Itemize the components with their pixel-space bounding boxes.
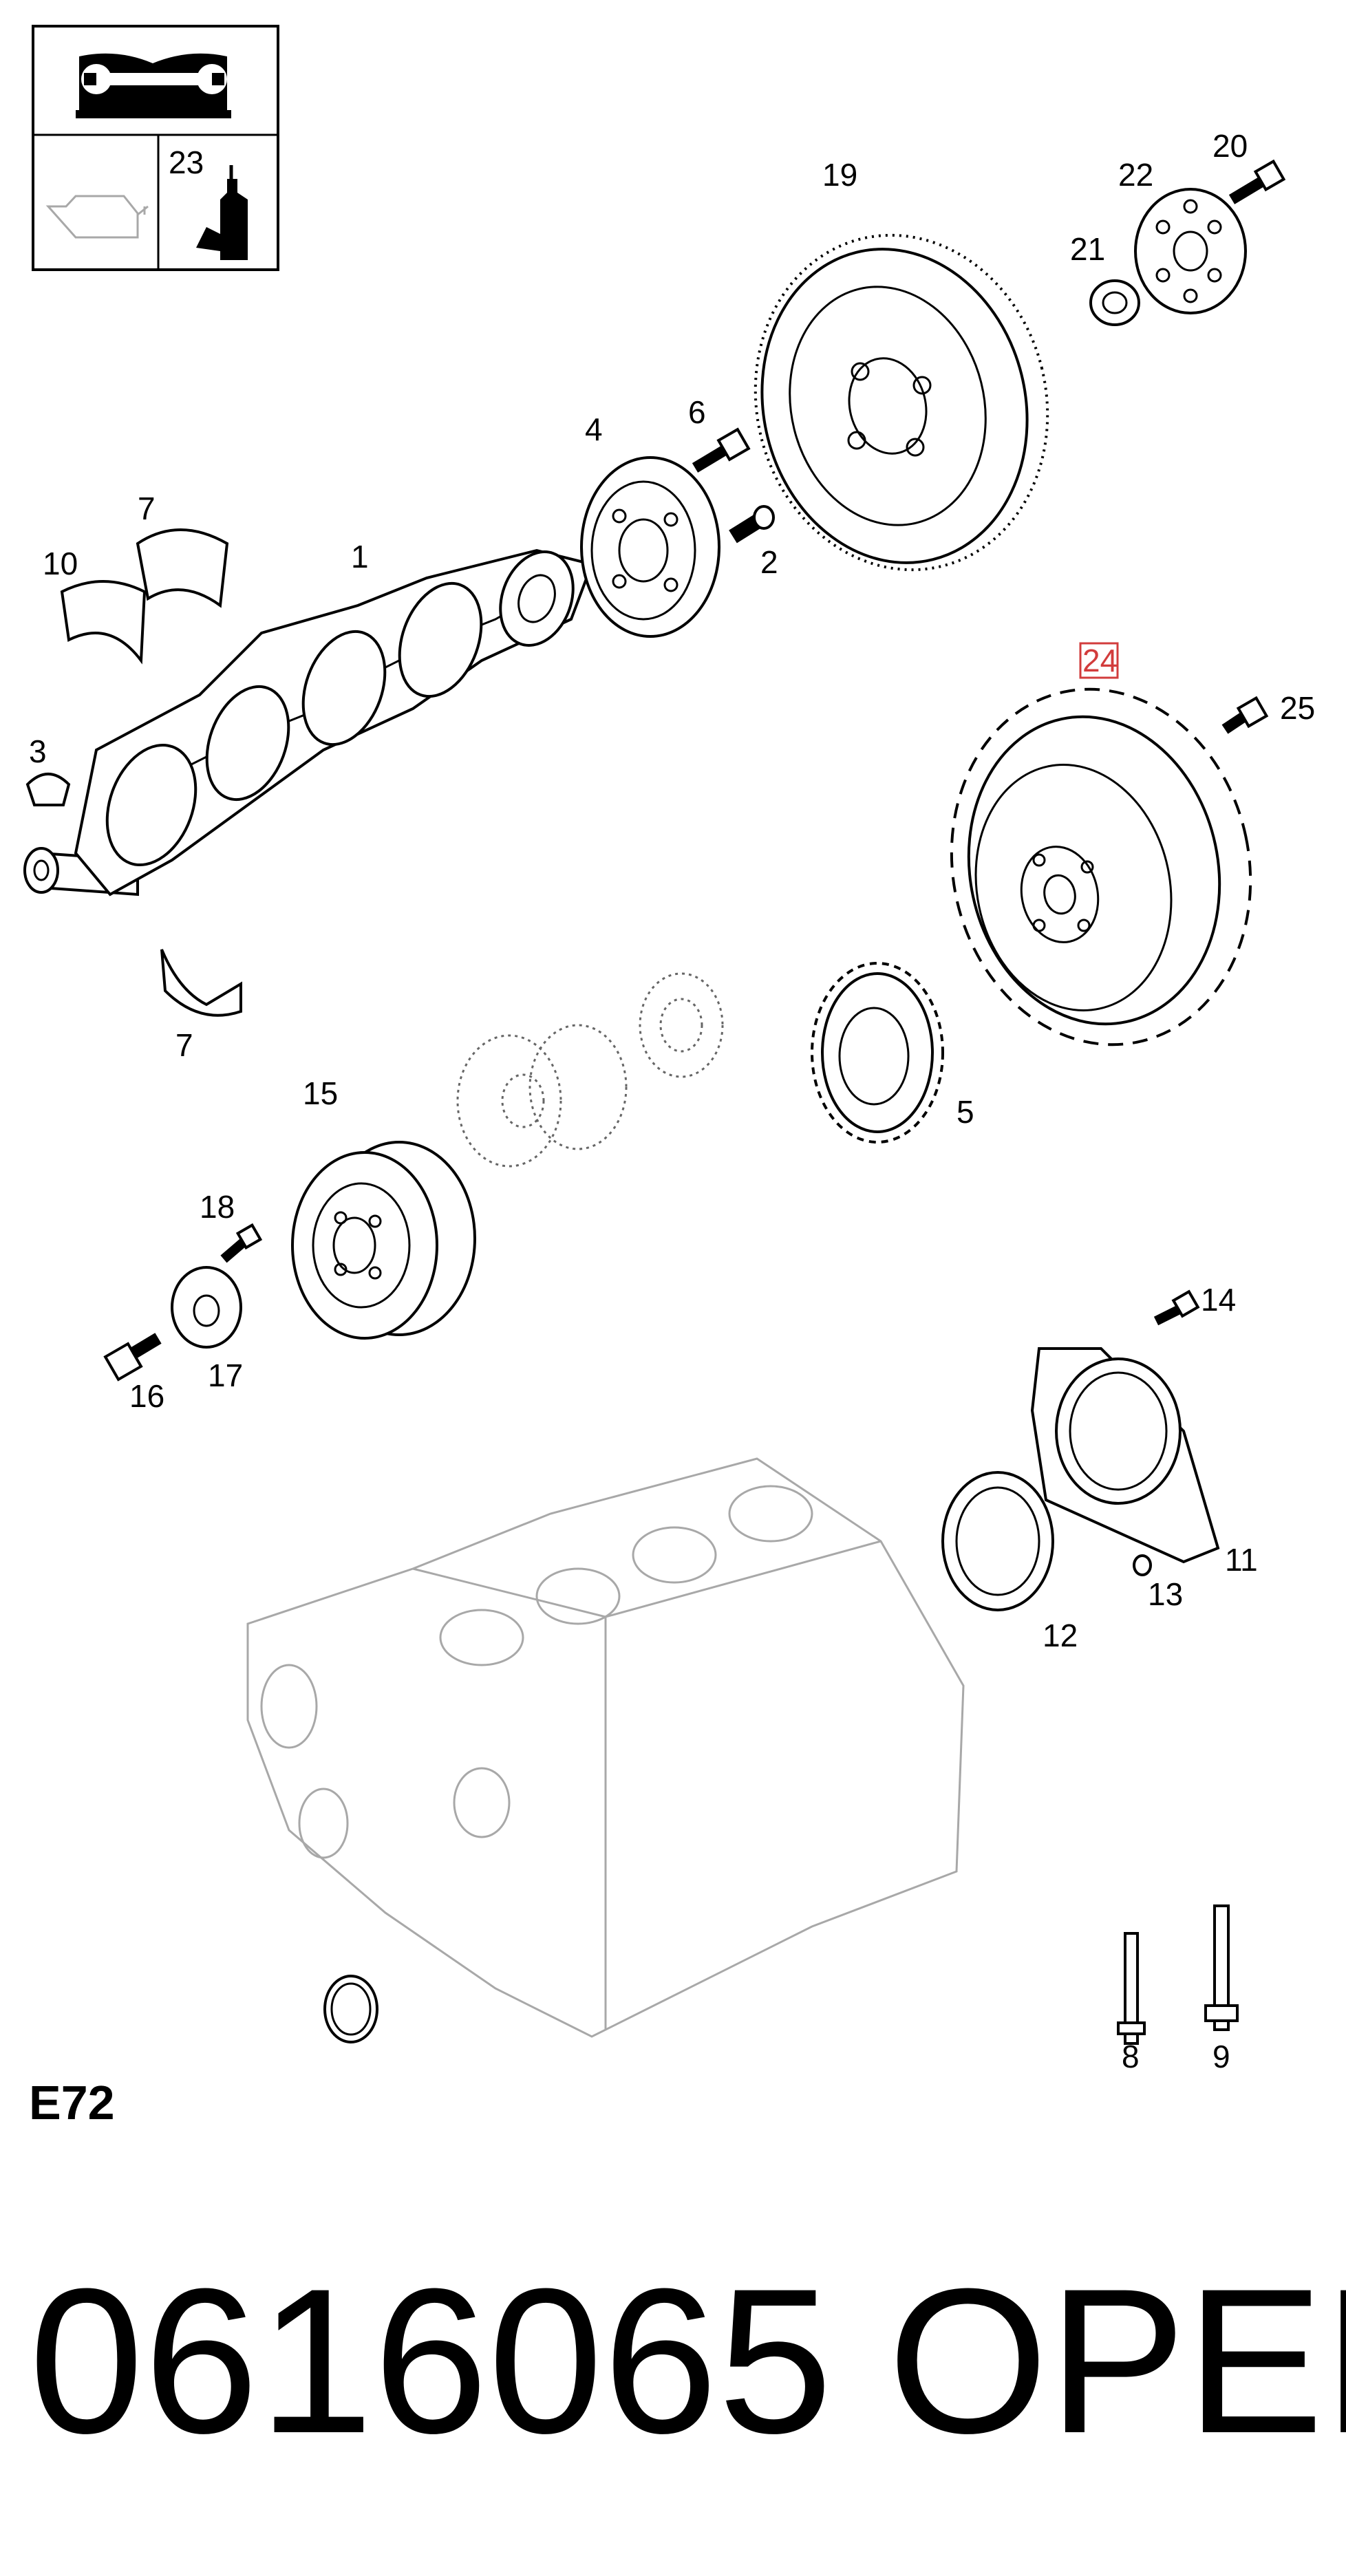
callout-4: 4	[585, 411, 603, 447]
sealant-tube-icon	[196, 165, 248, 260]
callout-15: 15	[303, 1075, 338, 1111]
bolt-14	[1153, 1289, 1200, 1326]
callout-12: 12	[1043, 1618, 1078, 1653]
single-mass-flywheel	[950, 687, 1252, 1046]
bolt-6	[692, 427, 751, 473]
dowel-pin	[729, 505, 775, 544]
bearing-shell-lower	[160, 949, 242, 1017]
callout-7-top: 7	[138, 491, 156, 526]
callout-19: 19	[822, 157, 857, 193]
bolt-18	[220, 1223, 263, 1263]
callout-8: 8	[1122, 2039, 1140, 2074]
callout-2: 2	[760, 544, 778, 580]
pulley-washer	[171, 1266, 242, 1349]
engine-block	[246, 1457, 965, 2038]
locating-pin	[1133, 1554, 1152, 1576]
pilot-bushing	[1089, 279, 1140, 326]
callout-18: 18	[200, 1189, 235, 1225]
brand-name: OPEL	[888, 2245, 1346, 2476]
crank-pulley	[291, 1141, 476, 1340]
legend-ref-number: 23	[169, 144, 204, 180]
rear-seal-housing	[1030, 1347, 1220, 1564]
callout-16: 16	[129, 1378, 164, 1414]
callout-13: 13	[1148, 1576, 1183, 1612]
callout-3: 3	[29, 733, 47, 769]
callout-14: 14	[1201, 1282, 1236, 1318]
oil-pump-drive	[456, 1024, 628, 1168]
callout-20: 20	[1213, 128, 1248, 164]
callout-24: 24	[1082, 643, 1118, 678]
callout-7-bottom: 7	[175, 1027, 193, 1063]
front-seal	[323, 1975, 378, 2043]
bearing-shell-upper	[136, 528, 229, 608]
callout-9: 9	[1213, 2039, 1230, 2074]
callout-6: 6	[688, 394, 706, 430]
callout-25: 25	[1280, 690, 1315, 726]
bolt-25	[1221, 696, 1269, 734]
callout-5: 5	[957, 1094, 974, 1130]
head-bolt-8	[1117, 1932, 1146, 2045]
head-bolt-9	[1204, 1904, 1239, 2031]
callout-17: 17	[208, 1357, 243, 1393]
callout-22: 22	[1118, 157, 1153, 193]
flex-plate	[580, 456, 720, 638]
section-code: E72	[29, 2076, 115, 2129]
woodruff-key	[25, 773, 71, 806]
oil-can-icon	[45, 195, 149, 239]
flywheel-bolt	[1228, 159, 1286, 204]
callout-10: 10	[43, 546, 78, 581]
dual-mass-flywheel	[754, 233, 1049, 572]
legend-box: 23	[32, 25, 279, 271]
washer-plate	[1134, 188, 1247, 314]
manual-wrench-icon	[76, 53, 231, 118]
pulley-bolt	[103, 1333, 162, 1382]
part-number: 0616065	[29, 2245, 833, 2476]
callout-1: 1	[351, 539, 369, 575]
seal-ring	[941, 1471, 1054, 1611]
callout-11: 11	[1225, 1542, 1258, 1578]
timing-ring	[639, 972, 724, 1078]
callout-21: 21	[1070, 231, 1105, 267]
crank-sprocket	[811, 962, 944, 1144]
callout-24-highlight-box	[1079, 642, 1119, 679]
crankshaft	[23, 548, 594, 897]
thrust-washer	[60, 580, 147, 665]
